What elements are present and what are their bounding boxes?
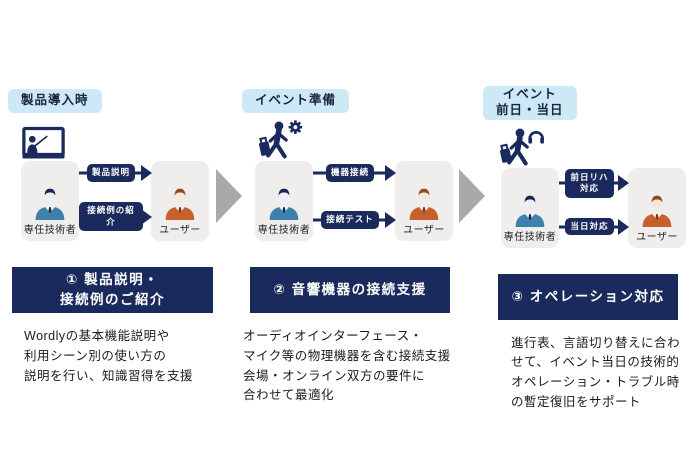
next-phase-chevron-icon [216,169,242,223]
arrowhead-icon [141,208,152,225]
arrowhead-icon [141,165,152,181]
presenter-icon [22,126,65,159]
phase-description: Wordlyの基本機能説明や 利用シーン別の使い方の 説明を行い、知識習得を支援 [24,329,194,383]
engineer-label: 専任技術者 [23,225,77,236]
traveler-gear-icon [259,120,303,159]
arrow-label: 前日リハ 対応 [565,168,614,198]
engineer-label: 専任技術者 [257,225,311,236]
user-card: ユーザー [151,161,209,241]
engineer-person-icon [35,188,65,220]
arrowhead-icon [385,165,396,181]
user-card: ユーザー [395,161,453,241]
flow-arrow: 製品説明 [79,162,152,184]
actor-flow: 専任技術者 前日リハ 対応 当日対応 [483,167,695,248]
phase-column-event-prep: イベント準備 [242,85,462,406]
phase-badge: イベント準備 [242,89,350,113]
user-person-icon [409,188,439,220]
engineer-card: 専任技術者 [21,161,79,241]
user-label: ユーザー [159,225,201,236]
engineer-card: 専任技術者 [255,161,313,241]
flow-arrow: 当日対応 [559,216,629,238]
arrow-label: 機器接続 [325,164,374,182]
phase-badge: 製品導入時 [8,89,102,113]
user-label: ユーザー [403,225,445,236]
user-card: ユーザー [628,167,686,248]
phase-banner: ② 音響機器の接続支援 [250,267,450,313]
arrow-label: 接続例の紹介 [79,202,143,231]
arrowhead-icon [618,218,629,235]
actor-flow: 専任技術者 機器接続 接続テスト [242,161,462,241]
phase-description: オーディオインターフェース・ マイク等の物理機器を含む接続支援 会場・オンライン… [243,329,451,403]
user-person-icon [642,195,672,227]
phase-banner: ③ オペレーション対応 [498,273,678,320]
phase-badge: イベント 前日・当日 [483,85,577,120]
engineer-label: 専任技術者 [503,231,557,243]
flow-arrow: 前日リハ 対応 [559,168,629,198]
engineer-card: 専任技術者 [501,167,559,248]
phase-column-event-day: イベント 前日・当日 [483,85,695,413]
engineer-person-icon [269,188,299,220]
phase-banner: ① 製品説明・ 接続例のご紹介 [12,267,213,313]
next-phase-chevron-icon [459,169,485,223]
arrowhead-icon [618,175,629,192]
arrow-label: 当日対応 [565,217,614,236]
arrow-label: 接続テスト [321,211,379,229]
flow-arrow: 接続例の紹介 [79,202,152,231]
user-person-icon [165,188,195,220]
arrow-label: 製品説明 [86,164,135,182]
phase-description: 進行表、言語切り替えに合わ せて、イベント当日の技術的 オペレーション・トラブル… [511,335,681,409]
flow-arrow: 機器接続 [313,162,396,184]
engineer-person-icon [515,195,545,227]
flow-arrow: 接続テスト [313,209,396,231]
traveler-headphones-icon [500,128,544,166]
arrowhead-icon [385,212,396,228]
actor-flow: 専任技術者 製品説明 接続例の紹介 [8,161,218,241]
phase-column-product-intro: 製品導入時 専任技術者 [8,85,218,386]
user-label: ユーザー [636,231,678,243]
